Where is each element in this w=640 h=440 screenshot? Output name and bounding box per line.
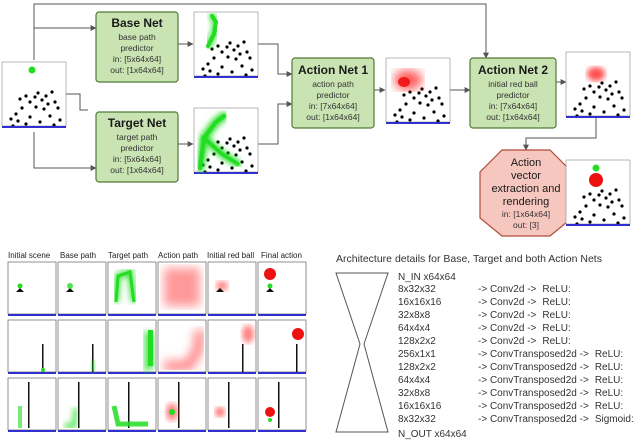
action-net-1-box: Action Net 1 action path predictor in: [… — [291, 57, 375, 129]
architecture-output: N_OUT x64x64 — [398, 429, 467, 440]
extraction-line: out: [3] — [513, 220, 539, 230]
base-net-line: predictor — [120, 43, 153, 53]
arch-row-op-text: -> ConvTransposed2d -> — [478, 414, 589, 425]
arch-row-dim: 32x8x8 — [398, 310, 431, 321]
arch-row-op-text: -> Conv2d -> — [478, 310, 537, 321]
action-extraction-box: Action vector extraction and rendering i… — [479, 149, 573, 237]
arch-row-op: -> ConvTransposed2d -> Sigmoid: — [478, 414, 634, 425]
arch-row-op: -> ConvTransposed2d -> ReLU: — [478, 362, 623, 373]
grid-column-label: Initial red ball — [207, 251, 254, 260]
arch-row-activation: ReLU: — [542, 284, 570, 295]
target-net-title: Target Net — [108, 116, 166, 130]
arch-row-op-text: -> Conv2d -> — [478, 323, 537, 334]
arch-row-op: -> Conv2d -> ReLU: — [478, 336, 571, 347]
target-path-thumbnail — [194, 108, 258, 174]
arch-row-op-text: -> Conv2d -> — [478, 284, 537, 295]
final-action-thumbnail — [566, 160, 630, 226]
extraction-line: extraction and — [491, 183, 560, 195]
action-net-2-line: out: [1x64x64] — [486, 112, 539, 122]
arch-row-op-text: -> Conv2d -> — [478, 336, 537, 347]
arch-row-activation: Sigmoid: — [595, 414, 634, 425]
extraction-line: rendering — [503, 196, 549, 208]
arch-row-op-text: -> Conv2d -> — [478, 297, 537, 308]
action-net-1-line: predictor — [316, 90, 349, 100]
target-net-line: predictor — [120, 143, 153, 153]
arch-row-op: -> ConvTransposed2d -> ReLU: — [478, 401, 623, 412]
action-net-1-line: out: [1x64x64] — [306, 112, 359, 122]
arch-row-activation: ReLU: — [595, 349, 623, 360]
examples-grid: Initial scene Base path Target path Acti… — [7, 251, 307, 433]
hourglass-shape — [335, 272, 389, 433]
target-net-line: in: [5x64x64] — [113, 154, 161, 164]
arch-row-dim: 256x1x1 — [398, 349, 436, 360]
arch-row-dim: 128x2x2 — [398, 362, 436, 373]
arch-row-op: -> Conv2d -> ReLU: — [478, 284, 571, 295]
arch-row-dim: 64x4x4 — [398, 375, 431, 386]
grid-row — [7, 319, 307, 375]
arch-row-op-text: -> ConvTransposed2d -> — [478, 349, 589, 360]
arch-row-op: -> ConvTransposed2d -> ReLU: — [478, 349, 623, 360]
architecture-details: Architecture details for Base, Target an… — [335, 253, 634, 440]
base-net-line: base path — [118, 32, 156, 42]
architecture-title: Architecture details for Base, Target an… — [336, 253, 602, 265]
arch-row-op-text: -> ConvTransposed2d -> — [478, 362, 589, 373]
arch-row-dim: 16x16x16 — [398, 297, 442, 308]
grid-column-label: Target path — [108, 251, 148, 260]
arch-row-op: -> Conv2d -> ReLU: — [478, 310, 571, 321]
grid-column-label: Action path — [158, 251, 198, 260]
arch-row-dim: 8x32x32 — [398, 414, 436, 425]
arch-row-activation: ReLU: — [542, 336, 570, 347]
grid-row — [7, 377, 307, 433]
arch-row-activation: ReLU: — [595, 362, 623, 373]
action-path-thumbnail — [386, 58, 450, 124]
arch-row-op-text: -> ConvTransposed2d -> — [478, 401, 589, 412]
grid-column-label: Base path — [60, 251, 96, 260]
base-net-line: out: [1x64x64] — [110, 65, 163, 75]
target-net-box: Target Net target path predictor in: [5x… — [95, 111, 179, 183]
base-net-line: in: [5x64x64] — [113, 54, 161, 64]
extraction-line: in: [1x64x64] — [502, 209, 550, 219]
extraction-line: vector — [511, 170, 541, 182]
arch-row-activation: ReLU: — [595, 401, 623, 412]
arch-row-op-text: -> ConvTransposed2d -> — [478, 388, 589, 399]
architecture-rows: 8x32x32 -> Conv2d -> ReLU: 16x16x16 -> Conv2… — [398, 284, 634, 425]
arch-row-op-text: -> ConvTransposed2d -> — [478, 375, 589, 386]
action-net-2-line: predictor — [496, 90, 529, 100]
initial-scene-thumbnail — [2, 62, 66, 128]
action-net-2-title: Action Net 2 — [478, 63, 548, 77]
arch-row-activation: ReLU: — [595, 388, 623, 399]
arch-row-dim: 32x8x8 — [398, 388, 431, 399]
arch-row-activation: ReLU: — [542, 310, 570, 321]
action-net-1-title: Action Net 1 — [298, 63, 368, 77]
arch-row-op: -> ConvTransposed2d -> ReLU: — [478, 388, 623, 399]
arch-row-op: -> Conv2d -> ReLU: — [478, 297, 571, 308]
target-net-line: out: [1x64x64] — [110, 165, 163, 175]
extraction-line: Action — [511, 157, 542, 169]
arch-row-dim: 16x16x16 — [398, 401, 442, 412]
arch-row-activation: ReLU: — [542, 297, 570, 308]
arch-row-activation: ReLU: — [542, 323, 570, 334]
action-net-1-line: in: [7x64x64] — [309, 101, 357, 111]
target-net-line: target path — [117, 132, 158, 142]
arch-row-dim: 64x4x4 — [398, 323, 431, 334]
base-net-title: Base Net — [111, 16, 162, 30]
arch-row-dim: 128x2x2 — [398, 336, 436, 347]
base-path-thumbnail — [194, 12, 258, 78]
grid-row — [7, 261, 307, 317]
action-net-2-box: Action Net 2 initial red ball predictor … — [469, 57, 557, 129]
base-net-box: Base Net base path predictor in: [5x64x6… — [95, 11, 179, 83]
red-ball-thumbnail — [566, 52, 630, 118]
grid-column-label: Initial scene — [8, 251, 51, 260]
action-net-2-line: in: [7x64x64] — [489, 101, 537, 111]
arch-row-dim: 8x32x32 — [398, 284, 436, 295]
architecture-input: N_IN x64x64 — [398, 272, 456, 283]
grid-column-label: Final action — [261, 251, 302, 260]
arch-row-op: -> ConvTransposed2d -> ReLU: — [478, 375, 623, 386]
action-net-1-line: action path — [312, 79, 354, 89]
arch-row-op: -> Conv2d -> ReLU: — [478, 323, 571, 334]
action-net-2-line: initial red ball — [488, 79, 538, 89]
arch-row-activation: ReLU: — [595, 375, 623, 386]
